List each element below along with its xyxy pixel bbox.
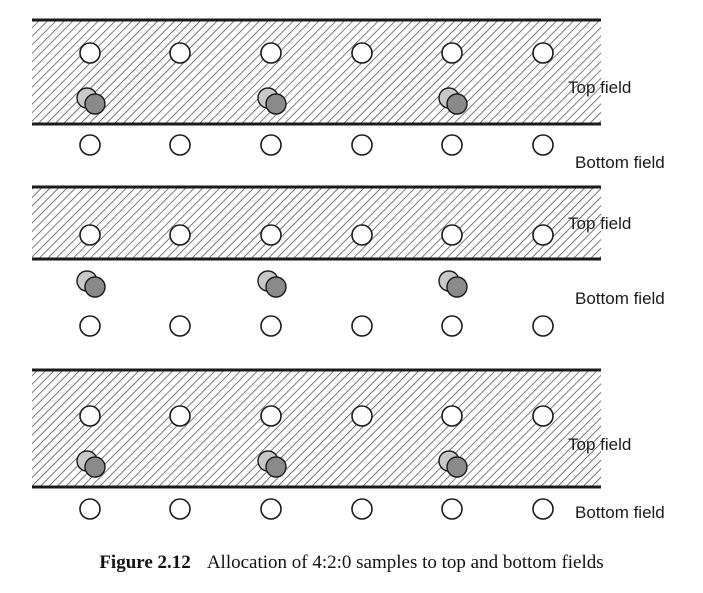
luma-sample [260,498,282,520]
luma-sample [79,42,101,64]
bottom-field-label: Bottom field [575,289,665,308]
figure-caption-text: Allocation of 4:2:0 samples to top and b… [206,552,604,573]
luma-sample [441,42,463,64]
chroma-sample-front [446,93,468,115]
figure-number: Figure 2.12 [99,552,191,573]
chroma-sample [438,450,468,478]
top-field-hatch [32,20,601,124]
luma-sample [260,224,282,246]
luma-sample [351,134,373,156]
luma-sample [79,405,101,427]
luma-sample [169,405,191,427]
luma-sample [351,42,373,64]
chroma-sample-front [84,276,106,298]
luma-sample [532,42,554,64]
luma-sample [351,498,373,520]
luma-sample [532,224,554,246]
luma-sample [532,405,554,427]
luma-sample [441,315,463,337]
luma-sample [532,134,554,156]
chroma-sample [76,87,106,115]
luma-sample [169,134,191,156]
luma-sample [169,224,191,246]
chroma-sample [438,87,468,115]
chroma-sample-front [446,276,468,298]
top-field-label: Top field [568,214,631,233]
luma-sample [169,498,191,520]
chroma-sample [257,450,287,478]
top-field-hatch [32,187,601,259]
chroma-sample-front [265,276,287,298]
luma-sample [79,224,101,246]
luma-sample [79,315,101,337]
luma-sample [260,134,282,156]
chroma-sample-front [84,456,106,478]
top-field-label: Top field [568,435,631,454]
luma-sample [351,405,373,427]
luma-sample [79,134,101,156]
luma-sample [441,134,463,156]
luma-sample [260,42,282,64]
luma-sample [441,224,463,246]
luma-sample [532,498,554,520]
luma-sample [260,315,282,337]
chroma-sample [257,270,287,298]
luma-sample [441,405,463,427]
luma-sample [441,498,463,520]
chroma-sample [76,270,106,298]
chroma-sample [76,450,106,478]
top-field-label: Top field [568,78,631,97]
chroma-sample [438,270,468,298]
luma-sample [169,42,191,64]
luma-sample [260,405,282,427]
chroma-sample-front [446,456,468,478]
luma-sample [532,315,554,337]
bottom-field-label: Bottom field [575,153,665,172]
top-field-hatch [32,370,601,487]
chroma-sample-front [84,93,106,115]
luma-sample [351,224,373,246]
chroma-sample [257,87,287,115]
luma-sample [169,315,191,337]
chroma-sample-front [265,456,287,478]
bottom-field-label: Bottom field [575,503,665,522]
figure-caption: Figure 2.12 Allocation of 4:2:0 samples t… [0,552,703,574]
chroma-sample-front [265,93,287,115]
luma-sample [79,498,101,520]
luma-sample [351,315,373,337]
